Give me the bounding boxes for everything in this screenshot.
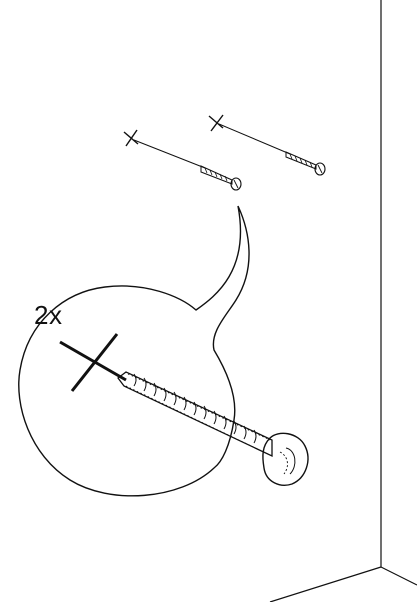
cross-mark-icon: [123, 129, 139, 147]
screw-icon: [117, 371, 309, 486]
cross-mark-icon: [59, 333, 127, 392]
guide-line: [133, 139, 206, 169]
floor-edge-right: [380, 566, 417, 586]
screw-icon: [200, 165, 242, 191]
callout-bubble: [18, 205, 250, 497]
quantity-label: 2x: [34, 300, 63, 330]
guide-line: [218, 123, 291, 155]
cross-mark-icon: [208, 114, 224, 132]
screw-icon: [285, 151, 326, 176]
left-screw-assembly: [123, 129, 242, 191]
right-screw-assembly: [208, 114, 326, 176]
wall-corner: [269, 0, 417, 602]
floor-edge-left: [269, 566, 382, 602]
